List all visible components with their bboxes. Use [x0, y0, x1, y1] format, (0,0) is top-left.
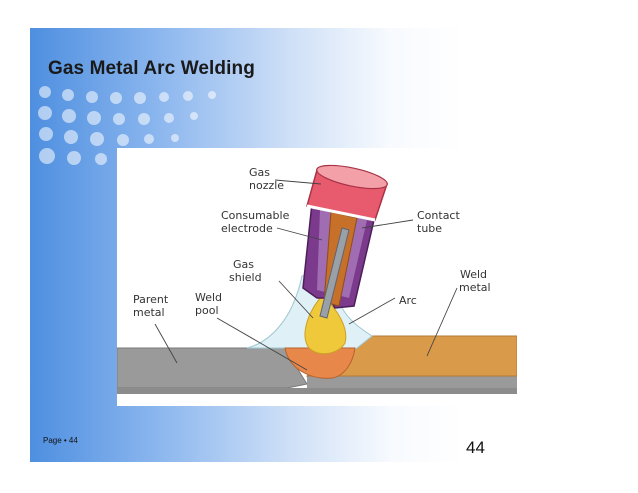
label-gas-nozzle: nozzle: [249, 179, 284, 192]
page-number: 44: [466, 438, 485, 457]
label-weld-metal: metal: [459, 281, 491, 294]
welding-arc: [304, 295, 347, 355]
label-contact-tube: Contact: [417, 209, 460, 222]
label-parent-metal: metal: [133, 306, 165, 319]
label-consumable-electrode: Consumable: [221, 209, 290, 222]
label-consumable-electrode: electrode: [221, 222, 273, 235]
label-gas-shield: shield: [229, 271, 262, 284]
label-arc: Arc: [399, 294, 417, 307]
footer-page-label: Page • 44: [43, 436, 78, 445]
label-weld-pool: Weld: [195, 291, 222, 304]
gas-nozzle-top: [316, 164, 388, 190]
label-gas-shield: Gas: [233, 258, 254, 271]
label-weld-metal: Weld: [460, 268, 487, 281]
consumable-electrode: [319, 227, 350, 319]
weld-pool: [284, 347, 356, 379]
slide-title: Gas Metal Arc Welding: [48, 58, 255, 79]
label-parent-metal: Parent: [133, 293, 169, 306]
welding-diagram-panel: Gas nozzle Consumable electrode Contact …: [116, 148, 518, 406]
gmaw-diagram: Gas nozzle Consumable electrode Contact …: [116, 164, 518, 394]
label-weld-pool: pool: [195, 304, 219, 317]
label-gas-nozzle: Gas: [249, 166, 270, 179]
label-contact-tube: tube: [417, 222, 442, 235]
